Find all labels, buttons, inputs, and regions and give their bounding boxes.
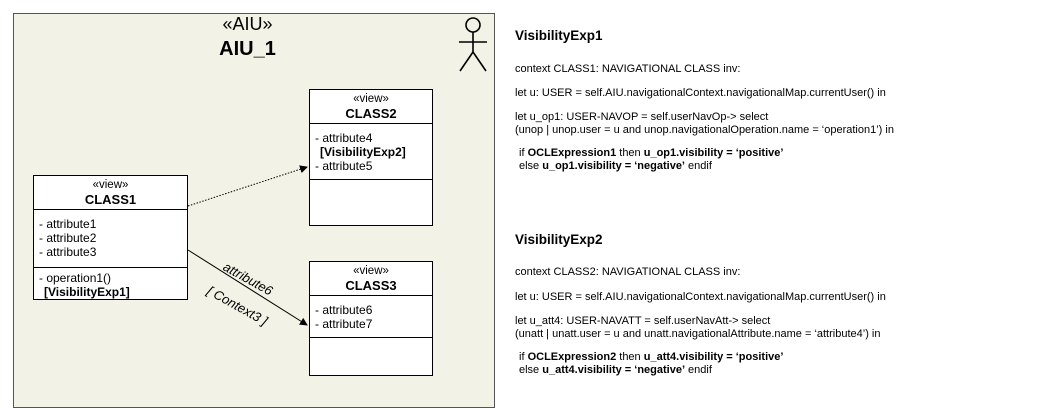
exp2-context: context CLASS2: NAVIGATIONAL CLASS inv: [515,266,741,278]
exp2-let-att: let u_att4: USER-NAVATT = self.userNavAt… [515,315,771,327]
exp1-else-expr: u_op1.visibility = ‘negative’ [542,160,685,172]
exp2-else-keyword: else [519,364,543,376]
class1-stereotype: «view» [92,179,129,191]
exp1-then-keyword: then [616,147,644,159]
exp1-if-line: if OCLExpression1 then u_op1.visibility … [519,147,783,160]
class3-attribute: - attribute6 [315,303,373,317]
exp2-then-keyword: then [616,351,644,363]
class1-attributes: - attribute1 - attribute2 - attribute3 [34,210,187,268]
class3-header: «view» CLASS3 [310,262,432,296]
exp2-condition: OCLExpression2 [527,351,617,363]
aiu-stereotype: «AIU» [222,14,273,34]
exp2-title: VisibilityExp2 [515,232,603,247]
exp2-then-expr: u_att4.visibility = ‘positive’ [643,351,784,363]
exp1-else-line: else u_op1.visibility = ‘negative’ endif [519,160,712,173]
user-actor-icon [459,17,487,72]
class2-attribute: - attribute5 [315,159,373,173]
class2-stereotype: «view» [353,93,389,105]
class2-header: «view» CLASS2 [310,90,432,124]
visibility-exp2: VisibilityExp2 context CLASS2: NAVIGATIO… [515,0,1050,414]
class2-attributes: - attribute4 [VisibilityExp2] - attribut… [310,124,432,180]
class2-operations [310,180,432,204]
exp2-let-user: let u: USER = self.AIU.navigationalConte… [515,291,886,303]
class1-attribute: - attribute2 [39,231,97,245]
class2-visibility-ref: [VisibilityExp2] [320,145,406,159]
class2-name: CLASS2 [345,106,397,121]
class2-box[interactable]: «view» CLASS2 - attribute4 [VisibilityEx… [309,89,433,226]
exp2-endif: endif [685,364,712,376]
visibility-exp1: VisibilityExp1 context CLASS1: NAVIGATIO… [515,0,1050,210]
exp1-let-user: let u: USER = self.AIU.navigationalConte… [515,87,886,99]
class1-attribute: - attribute3 [39,245,97,259]
exp1-else-keyword: else [519,160,543,172]
exp2-else-expr: u_att4.visibility = ‘negative’ [542,364,685,376]
exp2-let-att-select: (unatt | unatt.user = u and unatt.naviga… [515,328,881,340]
class2-attribute: - attribute4 [315,131,373,145]
exp1-context: context CLASS1: NAVIGATIONAL CLASS inv: [515,63,741,75]
class3-operations [310,338,432,362]
exp2-else-line: else u_att4.visibility = ‘negative’ endi… [519,364,712,377]
class1-attribute: - attribute1 [39,217,97,231]
exp1-title: VisibilityExp1 [515,28,603,43]
exp1-let-op-select: (unop | unop.user = u and unop.navigatio… [515,124,894,136]
exp1-if-keyword: if [519,147,528,159]
class1-box[interactable]: «view» CLASS1 - attribute1 - attribute2 … [33,175,188,300]
class1-visibility-ref: [VisibilityExp1] [44,285,130,299]
exp1-let-op: let u_op1: USER-NAVOP = self.userNavOp->… [515,111,769,123]
exp2-if-line: if OCLExpression2 then u_att4.visibility… [519,351,783,364]
class1-name: CLASS1 [84,192,137,207]
exp2-if-keyword: if [519,351,528,363]
exp1-then-expr: u_op1.visibility = ‘positive’ [643,147,784,159]
class1-operation: - operation1() [39,271,112,285]
class1-operations: - operation1() [VisibilityExp1] [34,268,187,302]
class3-attributes: - attribute6 - attribute7 [310,296,432,338]
exp1-condition: OCLExpression1 [527,147,617,159]
exp1-endif: endif [685,160,712,172]
class3-box[interactable]: «view» CLASS3 - attribute6 - attribute7 [309,261,433,376]
aiu-name: AIU_1 [219,38,276,60]
class3-attribute: - attribute7 [315,317,373,331]
class1-header: «view» CLASS1 [34,176,187,210]
class3-name: CLASS3 [345,278,397,293]
class3-stereotype: «view» [353,265,389,277]
